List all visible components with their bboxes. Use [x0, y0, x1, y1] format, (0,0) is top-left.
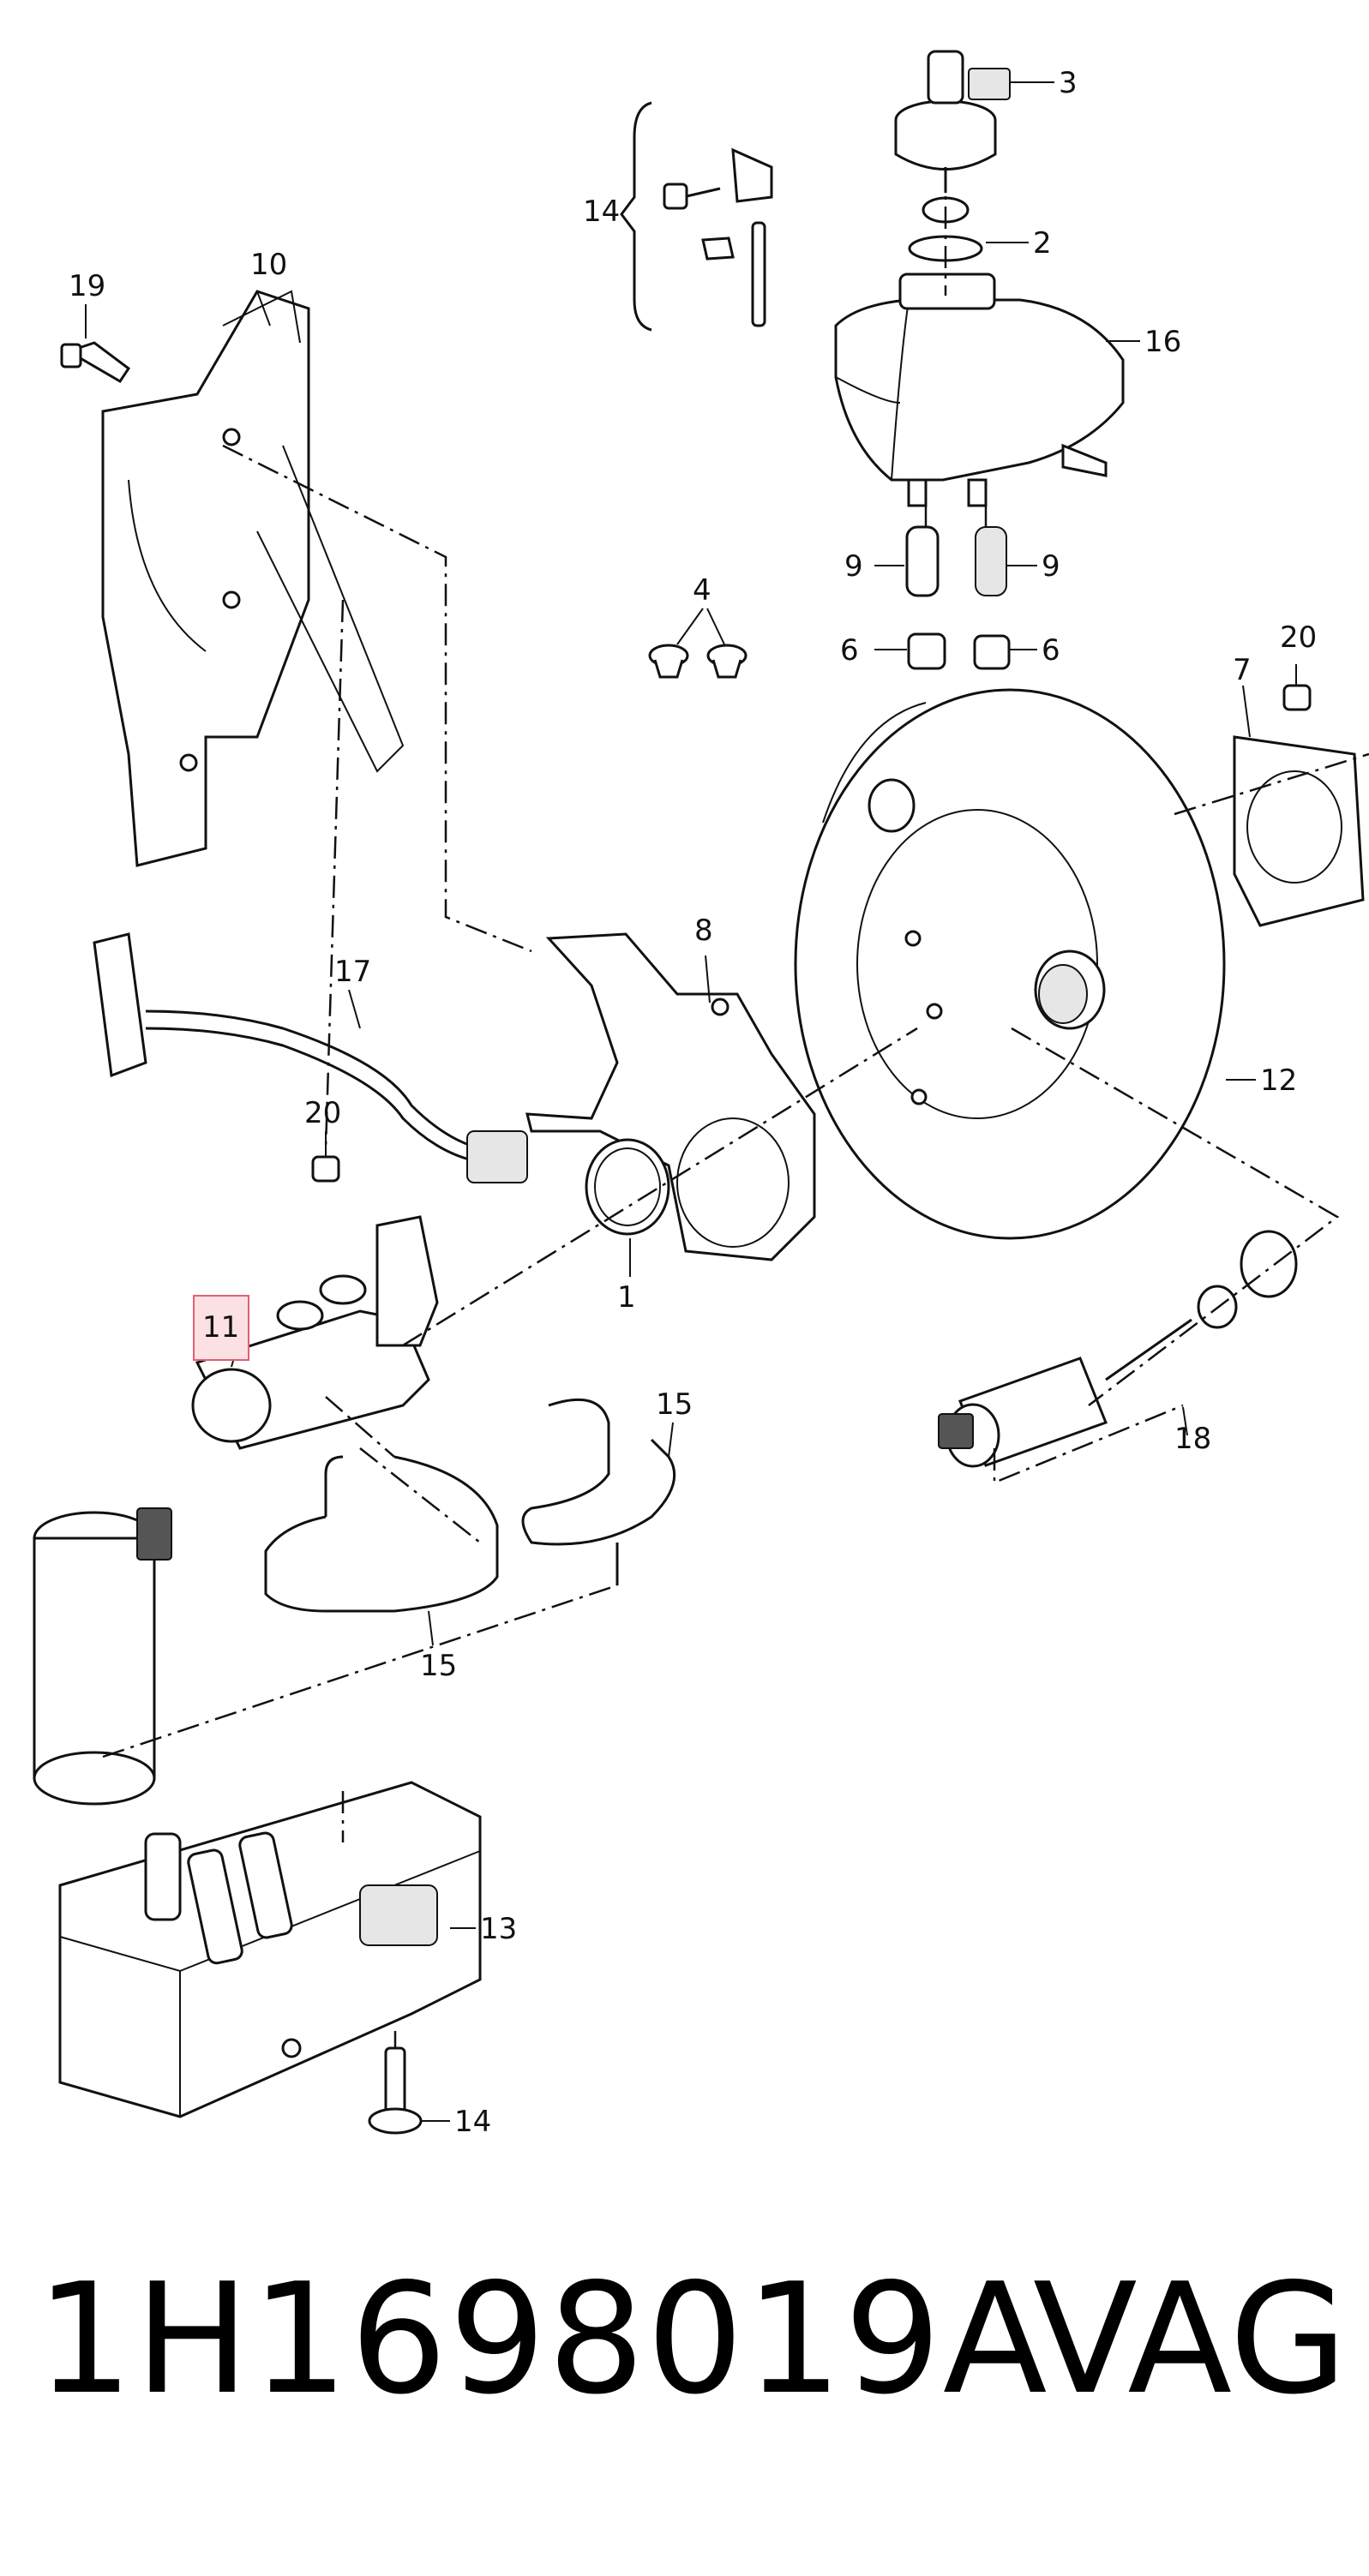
callout-12: 12 — [1260, 1063, 1297, 1098]
callout-20-top: 20 — [1280, 620, 1317, 655]
wiring-harness-part-17 — [93, 932, 528, 1183]
callout-15-left: 15 — [420, 1649, 457, 1683]
bracket-part-8 — [525, 932, 816, 1261]
highlight-box-part-11 — [193, 1295, 249, 1361]
master-cylinder-part-11 — [191, 1215, 439, 1450]
callout-3: 3 — [1059, 66, 1078, 100]
callout-4: 4 — [693, 573, 712, 608]
washer-part-6-right — [973, 634, 1011, 670]
caption-bar: 1H1698019A VAG — [0, 2262, 1369, 2417]
abs-hydraulic-unit-part-13 — [33, 1507, 482, 2118]
nut-part-20-lower — [311, 1155, 340, 1183]
gasket-part-7 — [1233, 735, 1365, 927]
o-ring-part-1 — [585, 1138, 670, 1236]
callout-6-left: 6 — [840, 633, 859, 668]
bolt-part-19 — [60, 341, 131, 384]
brake-line-part-15-left — [264, 1455, 499, 1613]
brake-line-part-15-right — [521, 1398, 676, 1585]
screw-part-14-bottom — [368, 2046, 423, 2135]
exploded-parts-diagram: 1 2 3 4 6 6 7 8 9 9 10 11 12 13 14 14 15… — [33, 50, 1369, 2139]
brake-booster-part-12 — [794, 688, 1226, 1240]
callout-11: 11 — [202, 1310, 239, 1345]
screw-set-part-14-top — [620, 101, 773, 332]
pressure-sensor-part-18 — [938, 1230, 1298, 1468]
grommet-part-4 — [648, 644, 748, 679]
callout-10: 10 — [250, 248, 287, 282]
washer-part-6-left — [907, 632, 946, 670]
callout-1: 1 — [617, 1280, 636, 1315]
callout-19: 19 — [69, 269, 105, 303]
callout-9-left: 9 — [844, 549, 863, 584]
reservoir-part-16 — [834, 273, 1125, 507]
part-number: 1H1698019A — [36, 2250, 1049, 2428]
callout-7: 7 — [1233, 653, 1252, 687]
callout-18: 18 — [1174, 1422, 1211, 1456]
callout-15-right: 15 — [656, 1387, 693, 1422]
callout-8: 8 — [694, 914, 713, 948]
callout-6-right: 6 — [1042, 633, 1060, 668]
callout-14-bottom: 14 — [454, 2105, 491, 2139]
assembly-lines — [102, 167, 1369, 2048]
seal-part-9-left — [905, 525, 940, 597]
callout-13: 13 — [480, 1912, 517, 1946]
heat-shield-part-10 — [101, 290, 405, 867]
callout-16: 16 — [1144, 325, 1181, 359]
leader-lines — [85, 81, 1297, 2122]
callout-17: 17 — [334, 955, 371, 989]
callout-14-top: 14 — [583, 195, 620, 229]
nut-part-20-top — [1282, 684, 1312, 711]
seal-part-9-right — [975, 526, 1007, 596]
reservoir-cap-part-3 — [894, 50, 1011, 193]
callout-9-right: 9 — [1042, 549, 1060, 584]
brand-name: VAG — [1033, 2250, 1348, 2428]
callout-labels: 1 2 3 4 6 6 7 8 9 9 10 11 12 13 14 14 15… — [69, 66, 1317, 2139]
callout-20-lower: 20 — [304, 1096, 341, 1130]
callout-2: 2 — [1033, 226, 1052, 261]
